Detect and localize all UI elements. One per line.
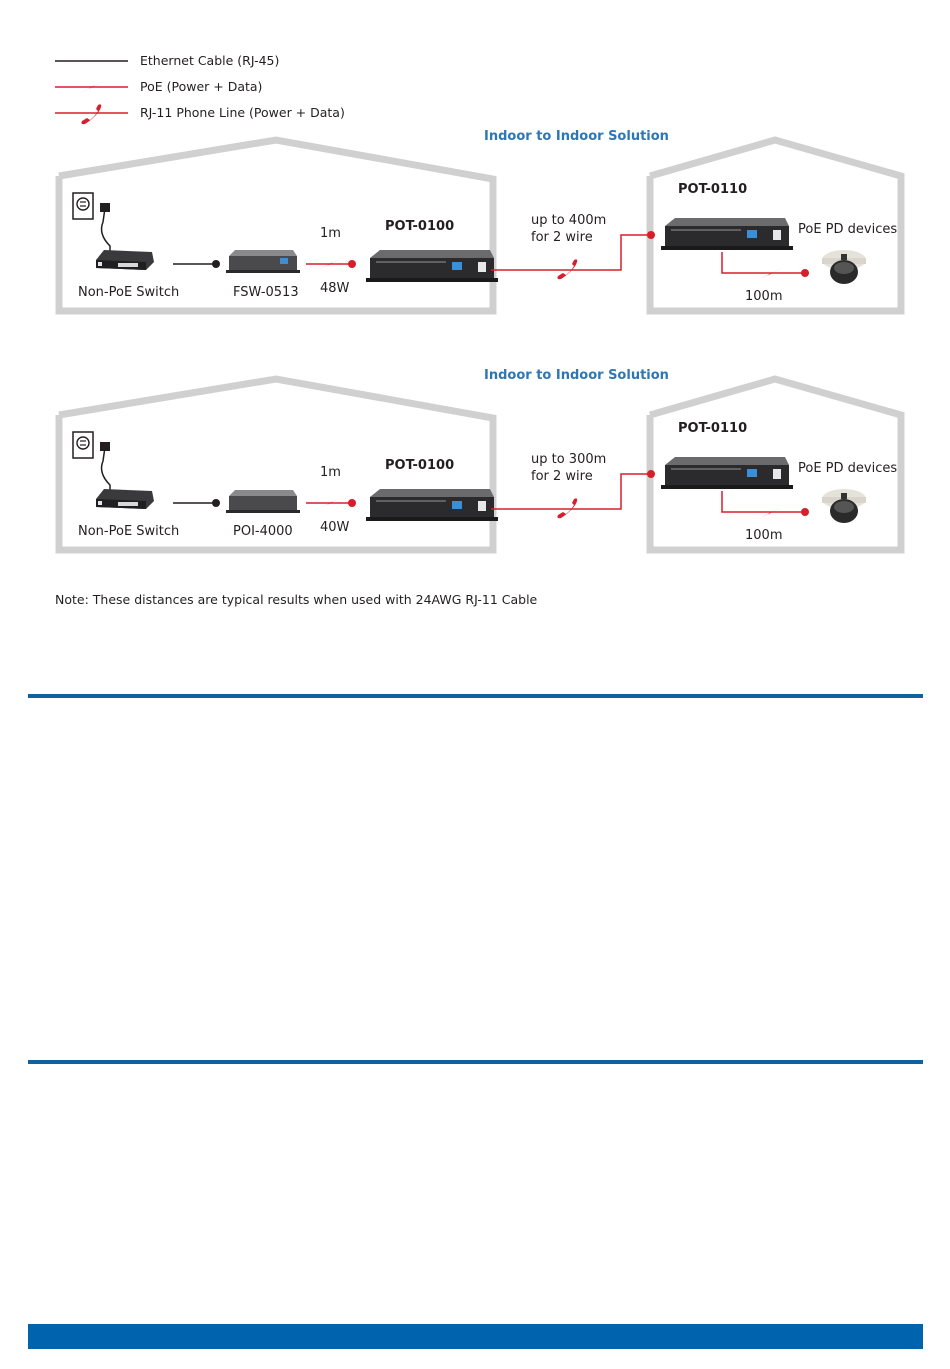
diagram-1-switch-label: Non-PoE Switch bbox=[78, 285, 180, 300]
diagram-2-pd-distance: 100m bbox=[745, 528, 783, 543]
house-right-outline bbox=[646, 375, 905, 554]
diagram-1-pd-label: PoE PD devices bbox=[798, 222, 898, 237]
section-divider-1 bbox=[28, 694, 923, 698]
injector-port bbox=[280, 258, 288, 264]
power-outlet-icon bbox=[72, 192, 94, 220]
pd-poe-bolt-icon bbox=[757, 267, 783, 281]
phone-connector-dot bbox=[647, 470, 655, 478]
transmitter-device bbox=[365, 249, 499, 283]
power-plug-icon bbox=[100, 203, 110, 212]
injector-device bbox=[226, 490, 300, 513]
diagram-2-transmitter-label: POT-0100 bbox=[385, 458, 455, 473]
diagram-2-pd-label: PoE PD devices bbox=[798, 461, 898, 476]
diagram-2-injector-label: POI-4000 bbox=[233, 524, 293, 539]
non-poe-switch-device bbox=[96, 489, 154, 509]
pd-poe-cable bbox=[721, 252, 805, 274]
diagram-2-receiver-label: POT-0110 bbox=[678, 421, 748, 436]
diagram-1-poe-power: 48W bbox=[320, 281, 350, 296]
camera-device bbox=[822, 489, 866, 523]
poe-connector-dot bbox=[348, 260, 356, 268]
injector-device bbox=[226, 250, 300, 273]
diagram-1-pd-distance: 100m bbox=[745, 289, 783, 304]
footer-bar bbox=[28, 1324, 923, 1349]
diagram-2 bbox=[55, 375, 905, 554]
phone-connector-dot bbox=[647, 231, 655, 239]
power-cord bbox=[100, 207, 111, 254]
diagram-1-receiver-label: POT-0110 bbox=[678, 182, 748, 197]
diagram-1-injector-label: FSW-0513 bbox=[233, 285, 299, 300]
diagram-2-poe-power: 40W bbox=[320, 520, 350, 535]
receiver-device bbox=[660, 456, 794, 490]
poe-connector-dot bbox=[348, 499, 356, 507]
diagram-1-phone-distance-line2: for 2 wire bbox=[531, 230, 593, 245]
diagram-1 bbox=[55, 136, 905, 315]
power-outlet-icon bbox=[72, 431, 94, 459]
camera-device bbox=[822, 250, 866, 284]
diagram-1-transmitter-label: POT-0100 bbox=[385, 219, 455, 234]
diagram-2-title: Indoor to Indoor Solution bbox=[484, 368, 669, 383]
pd-poe-cable bbox=[721, 491, 805, 513]
diagram-2-poe-distance: 1m bbox=[320, 465, 341, 480]
phone-line-cable bbox=[491, 234, 649, 271]
power-plug-icon bbox=[100, 442, 110, 451]
legend-label-phone: RJ-11 Phone Line (Power + Data) bbox=[140, 105, 345, 120]
diagram-2-switch-label: Non-PoE Switch bbox=[78, 524, 180, 539]
house-right-outline bbox=[646, 136, 905, 315]
legend-phone-handset-icon bbox=[81, 104, 102, 125]
pd-poe-bolt-icon bbox=[757, 506, 783, 520]
ethernet-connector-dot bbox=[212, 260, 220, 268]
pd-connector-dot bbox=[801, 508, 809, 516]
non-poe-switch-device bbox=[96, 250, 154, 270]
distance-note: Note: These distances are typical result… bbox=[55, 592, 538, 607]
diagram-1-poe-distance: 1m bbox=[320, 226, 341, 241]
transmitter-device bbox=[365, 488, 499, 522]
pd-connector-dot bbox=[801, 269, 809, 277]
section-divider-2 bbox=[28, 1060, 923, 1064]
diagram-2-phone-distance-line1: up to 300m bbox=[531, 452, 607, 467]
diagram-2-phone-distance-line2: for 2 wire bbox=[531, 469, 593, 484]
receiver-device bbox=[660, 217, 794, 251]
house-left-outline bbox=[55, 136, 497, 315]
diagram-1-phone-distance-line1: up to 400m bbox=[531, 213, 607, 228]
legend-label-ethernet: Ethernet Cable (RJ-45) bbox=[140, 53, 280, 68]
ethernet-connector-dot bbox=[212, 499, 220, 507]
phone-line-cable bbox=[491, 473, 649, 510]
power-cord bbox=[100, 446, 111, 493]
legend-label-poe: PoE (Power + Data) bbox=[140, 79, 263, 94]
house-left-outline bbox=[55, 375, 497, 554]
diagram-1-title: Indoor to Indoor Solution bbox=[484, 129, 669, 144]
